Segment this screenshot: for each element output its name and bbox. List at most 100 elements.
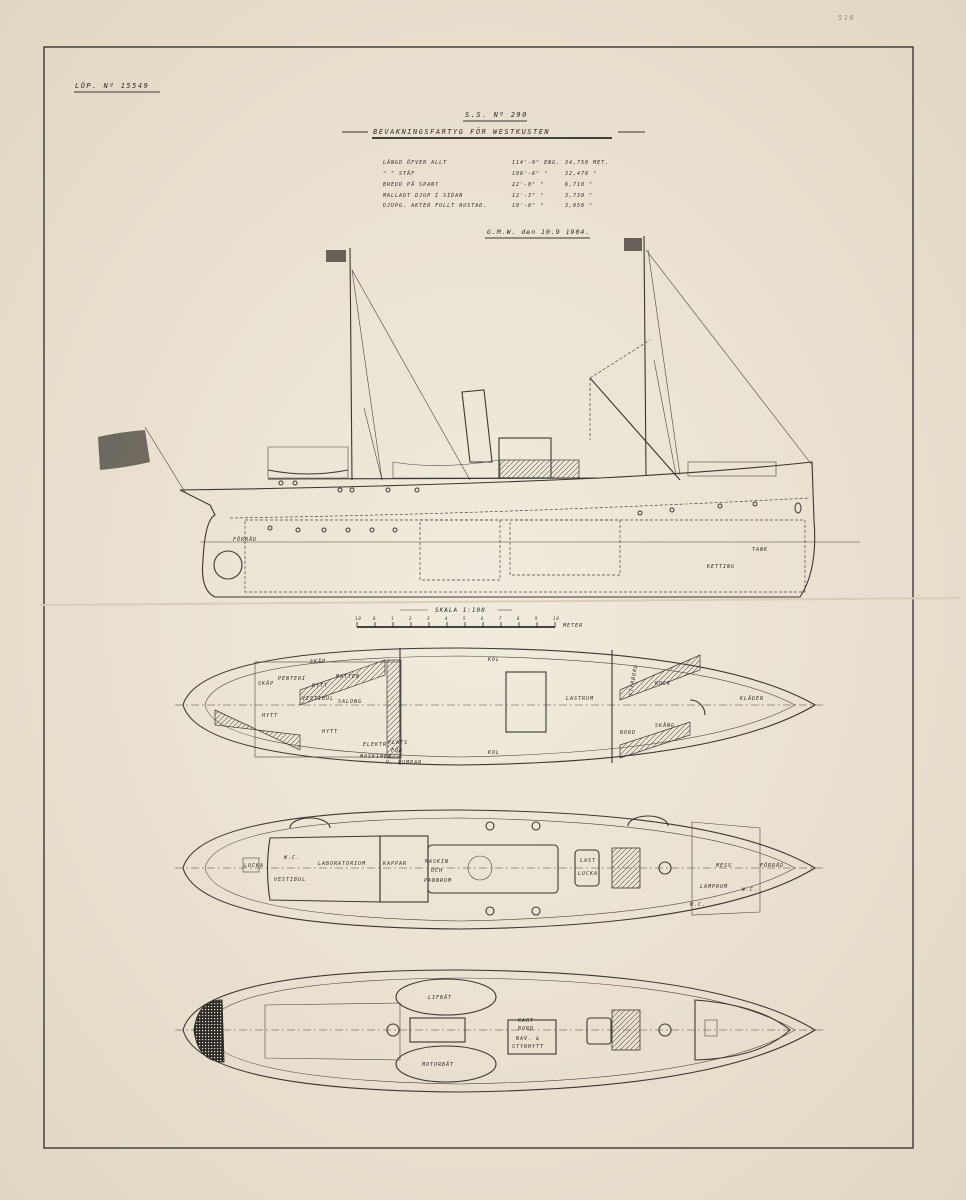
dimension-label: BREDD PÅ SPANT xyxy=(383,181,439,188)
dimension-eng: 12'-3" " xyxy=(512,193,544,199)
scale-tick-label: 4 xyxy=(445,616,448,621)
room-label: FÖR xyxy=(391,747,403,754)
room-label: LABORATORIUM xyxy=(318,861,366,867)
steering-wheel-icon xyxy=(386,1023,400,1037)
room-label: FÖRRÅD xyxy=(760,862,784,869)
room-label: PLATS xyxy=(388,740,408,746)
room-label: ELEKTR. xyxy=(363,742,391,748)
lower-deck-plan xyxy=(175,647,825,766)
sheet-number: LÖP. Nº 15549 xyxy=(75,81,149,90)
vessel-number: S.S. Nº 290 xyxy=(465,111,528,119)
corner-mark: 510 xyxy=(838,14,855,22)
scale-tick-label: 10 xyxy=(355,616,362,621)
room-label: KOCK xyxy=(654,681,671,687)
main-deck-labels: LUCKA W.C. VESTIBUL LABORATORIUM KAPPAR … xyxy=(244,855,784,908)
drawing-title: BEVAKNINGSFARTYG FÖR WESTKUSTEN xyxy=(373,127,550,136)
room-label: HYTT xyxy=(311,683,328,689)
room-label: BORD xyxy=(518,1026,534,1032)
scale-tick-label: 0 xyxy=(373,616,376,621)
room-label: HYTT xyxy=(321,729,338,735)
dimension-label: DJUPG. AKTER FULLT RUSTAD. xyxy=(382,203,487,209)
windlass xyxy=(611,847,641,889)
scale-tick-label: 3 xyxy=(426,616,430,621)
flag-icon xyxy=(326,250,346,262)
room-label: LUCKA xyxy=(244,863,264,869)
room-label: W.C. xyxy=(742,887,758,893)
room-label: PENTERI xyxy=(278,676,306,682)
room-label: BORD xyxy=(620,730,636,736)
room-label: SKÅP xyxy=(258,680,274,687)
scale-label: SKALA 1:100 xyxy=(435,607,486,614)
room-label: KOL xyxy=(487,750,500,756)
lifeboat xyxy=(395,978,497,1016)
scale-tick-label: 7 xyxy=(499,616,502,621)
hull-profile xyxy=(179,461,816,598)
scale-tick-label: 9 xyxy=(535,616,538,621)
label-tank: TANK xyxy=(752,547,768,553)
room-label: KOL xyxy=(487,657,500,663)
flag-icon xyxy=(624,238,642,251)
propeller-icon xyxy=(213,550,243,580)
room-label: MASKIN xyxy=(424,859,449,865)
dimension-met: 34,750 MET. xyxy=(564,160,609,166)
upper-deck-labels: LIFBÅT MOTORBÅT KART BORD NAV. & STYRHYT… xyxy=(421,994,544,1068)
profile-view: FÖRRÅD TANK KETTING xyxy=(98,235,860,598)
dimension-met: 3,730 " xyxy=(564,193,593,199)
main-deck-plan xyxy=(175,809,825,930)
dimension-eng: 22'-0" " xyxy=(512,182,544,188)
room-label: STYRHYTT xyxy=(512,1044,544,1050)
room-label: W.C. xyxy=(284,855,300,861)
dimension-label: LÄNGD ÖFVER ALLT xyxy=(383,159,447,166)
room-label: KART xyxy=(517,1018,534,1024)
room-label: STYRBORD xyxy=(628,664,639,697)
room-label: HYTT xyxy=(261,713,278,719)
scale-tick-label: 6 xyxy=(481,616,484,621)
signature: G.M.W. den 10.9 1904. xyxy=(487,228,590,236)
scale-tick-label: 1 xyxy=(391,616,394,621)
room-label: KLÄDER xyxy=(739,695,764,702)
room-label: NAV. & xyxy=(515,1036,540,1042)
dimension-label: " " STÄF xyxy=(383,170,415,177)
room-label: VESTIBUL xyxy=(274,877,306,883)
scale-tick-label: 2 xyxy=(409,616,412,621)
dimension-met: 32,470 " xyxy=(564,171,597,177)
label-chain: KETTING xyxy=(706,564,735,570)
dimension-label: MALLADT DJUP I SIDAN xyxy=(382,193,463,199)
upper-deck-plan xyxy=(175,969,825,1093)
room-label: LUCKA xyxy=(578,871,598,877)
room-label: LAMPRUM xyxy=(700,884,728,890)
scale-tick-label: 5 xyxy=(463,616,466,621)
stern-grating xyxy=(193,999,225,1063)
dimension-met: 3,050 " xyxy=(564,203,593,209)
room-label: SKÅNG xyxy=(655,722,675,729)
room-label: LASTRUM xyxy=(566,696,594,702)
room-label: SALONG xyxy=(338,699,362,705)
room-label: VESTIBUL xyxy=(302,696,334,702)
dimension-eng: 106'-6" " xyxy=(512,171,548,177)
scale-tick-label: 10 xyxy=(553,616,560,621)
lower-deck-labels: SKÅP PENTERI HYTT MATTEN SKÅP VESTIBUL S… xyxy=(258,657,764,766)
fold-line xyxy=(39,597,961,606)
boat-label: MOTORBÅT xyxy=(421,1061,454,1068)
scale-unit: METER xyxy=(562,623,583,629)
dimension-met: 6,710 " xyxy=(565,182,593,188)
dimension-eng: 10'-0" " xyxy=(512,203,544,209)
room-label: LAST xyxy=(580,858,596,864)
room-label: V. PUMPAR xyxy=(386,760,422,766)
motorboat xyxy=(395,1045,497,1083)
room-label: KAPPAR xyxy=(382,861,407,867)
ensign-flag-icon xyxy=(98,430,150,470)
dimension-eng: 114'-0" ENG. xyxy=(512,160,560,166)
scale-bar: SKALA 1:100 10 0 1 2 3 4 5 6 7 8 9 10 METER xyxy=(355,607,583,629)
room-label: SKÅP xyxy=(310,658,326,665)
label-store: FÖRRÅD xyxy=(233,536,257,543)
funnel xyxy=(461,389,493,463)
room-label: PANNRUM xyxy=(424,878,452,884)
room-label: MESS xyxy=(715,863,732,869)
room-label: OCH xyxy=(431,868,443,874)
room-label: W.C. xyxy=(690,902,706,908)
scale-tick-label: 8 xyxy=(517,616,520,621)
boat-label: LIFBÅT xyxy=(428,994,452,1001)
room-label: MATTEN xyxy=(335,674,360,680)
